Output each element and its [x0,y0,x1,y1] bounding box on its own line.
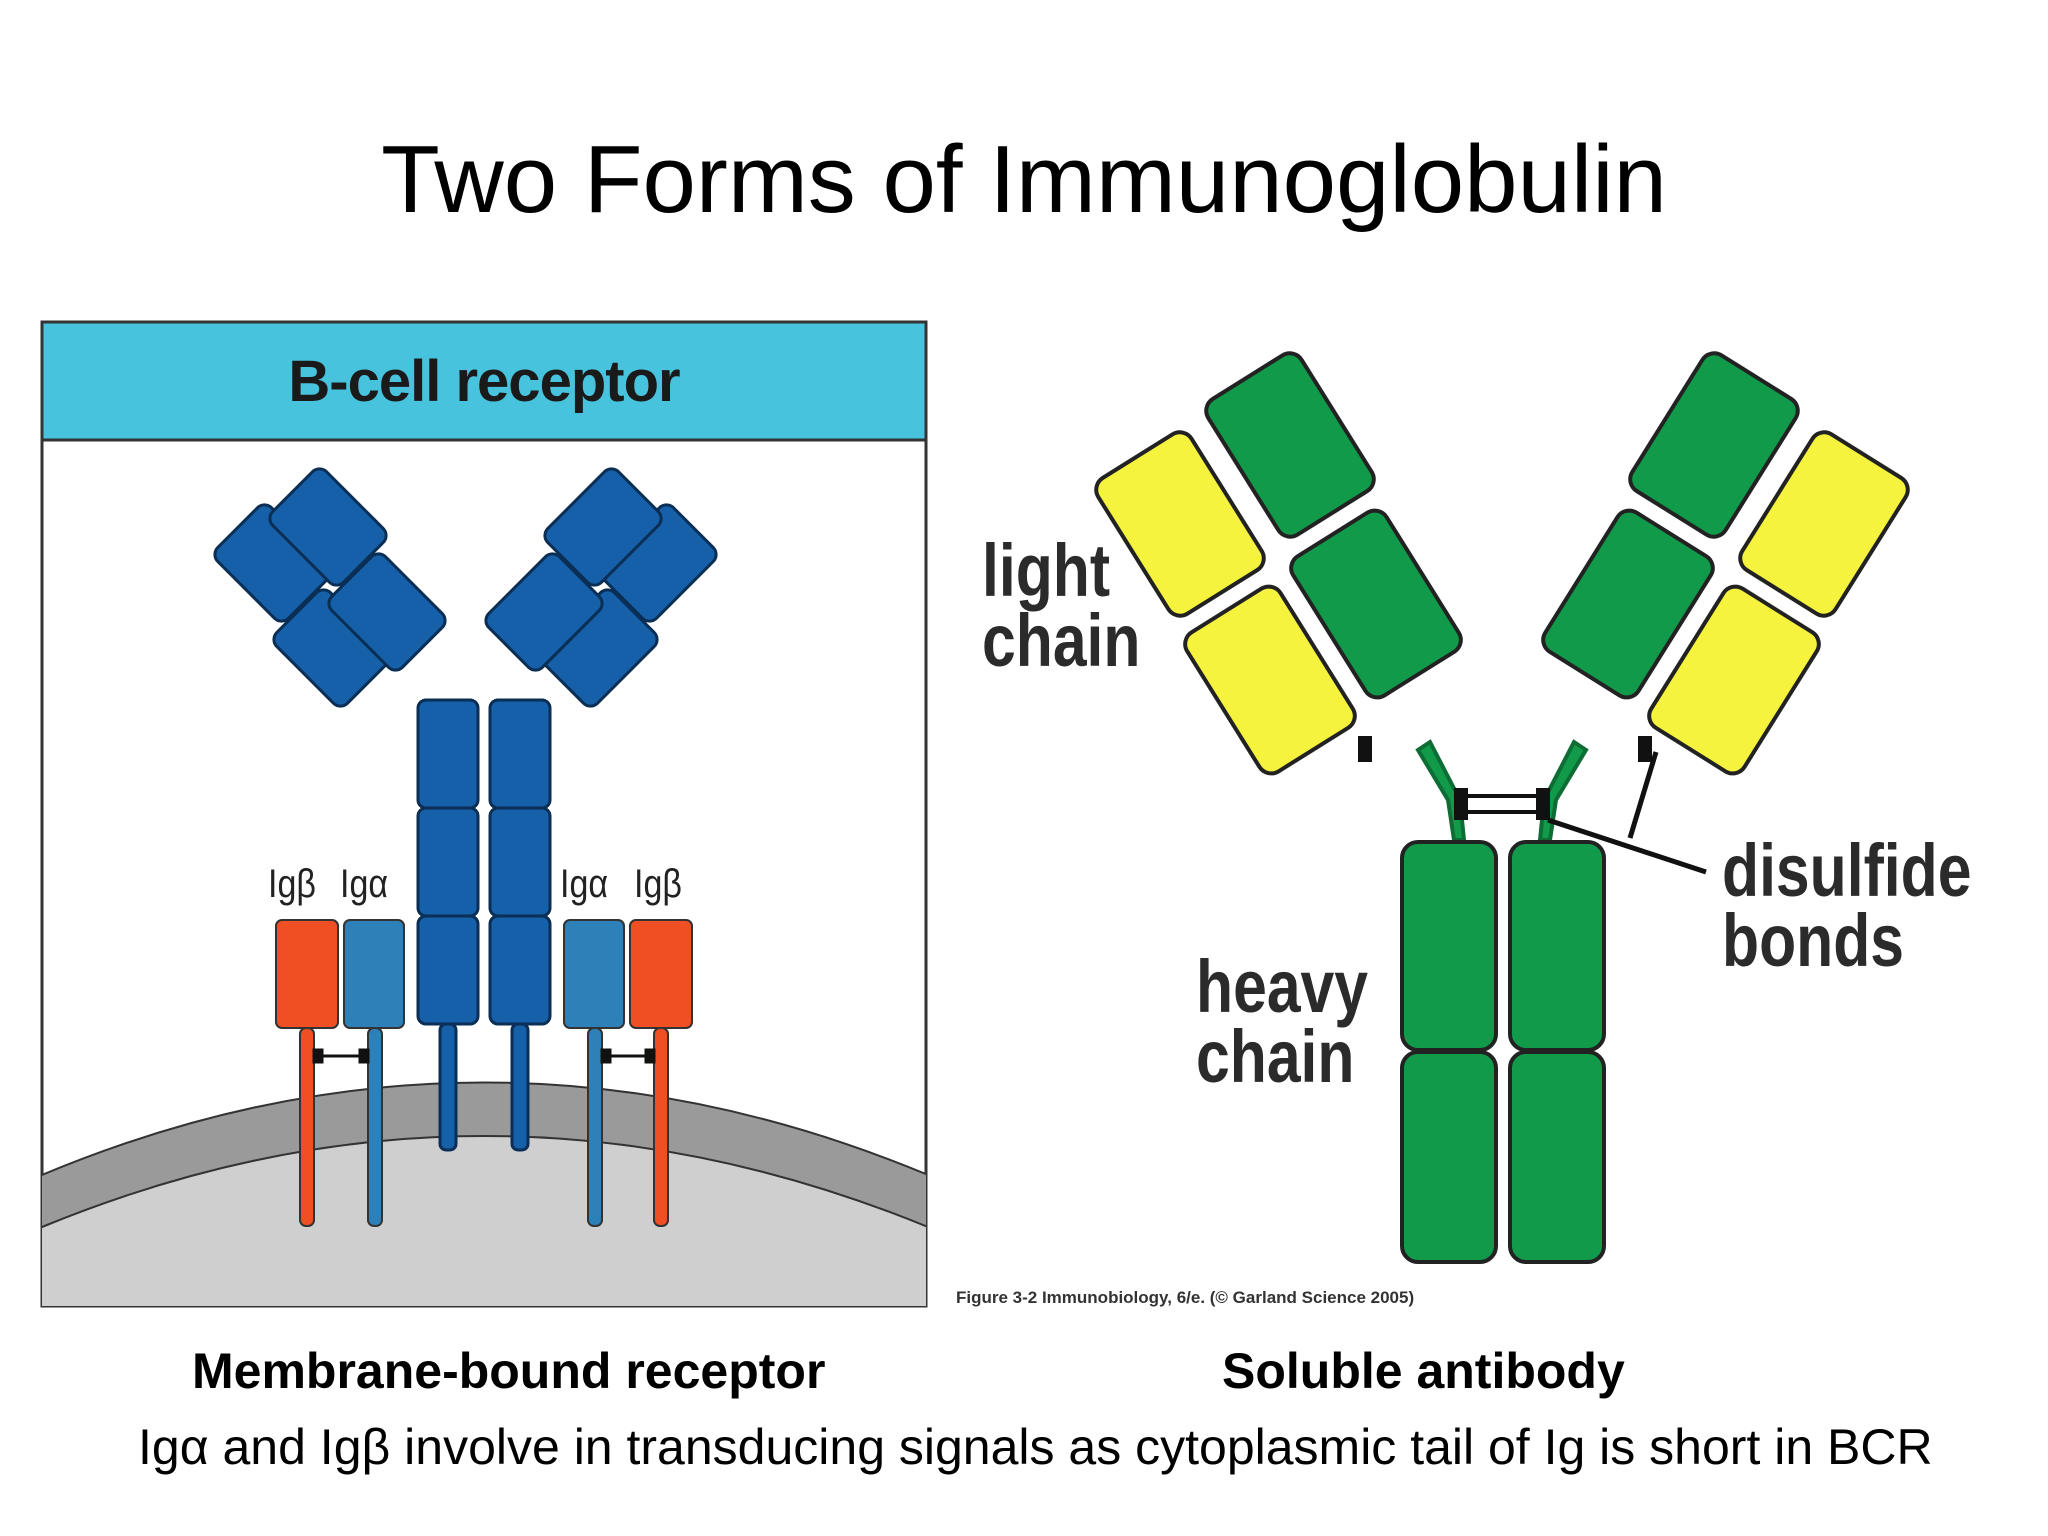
bcr-panel-title: B-cell receptor [288,348,680,414]
ig-beta-right [629,919,693,1227]
ig-alpha-left-label: Igα [340,862,389,906]
disulfide-bond-marks [1358,736,1652,820]
bcr-panel [40,320,928,1308]
antibody-left-arm [1094,351,1463,776]
ig-disulfide-links [312,1048,656,1064]
bcr-header-bar [40,320,928,442]
light-chain-label: light chain [982,529,1141,683]
disulfide-pointer-lines [1547,751,1707,875]
caption-soluble: Soluble antibody [1222,1343,1625,1399]
antibody-panel [1094,351,1910,1264]
slide-title: Two Forms of Immunoglobulin [381,126,1667,233]
ig-alpha-right [563,919,625,1227]
caption-membrane: Membrane-bound receptor [192,1343,826,1399]
ig-alpha-right-label: Igα [560,862,609,906]
antibody-right-arm [1541,351,1910,776]
heavy-chain-label: heavy chain [1196,945,1369,1099]
disulfide-bonds-label: disulfide bonds [1722,829,1972,983]
ig-beta-left-label: Igβ [268,862,316,906]
ig-alpha-left [343,919,405,1227]
figure-credit: Figure 3-2 Immunobiology, 6/e. (© Garlan… [956,1288,1415,1307]
antibody-stem [1400,840,1606,1264]
ig-beta-right-label: Igβ [634,862,682,906]
bcr-arms [213,467,718,1152]
ig-beta-left [275,919,339,1227]
bottom-note: Igα and Igβ involve in transducing signa… [138,1419,1933,1475]
